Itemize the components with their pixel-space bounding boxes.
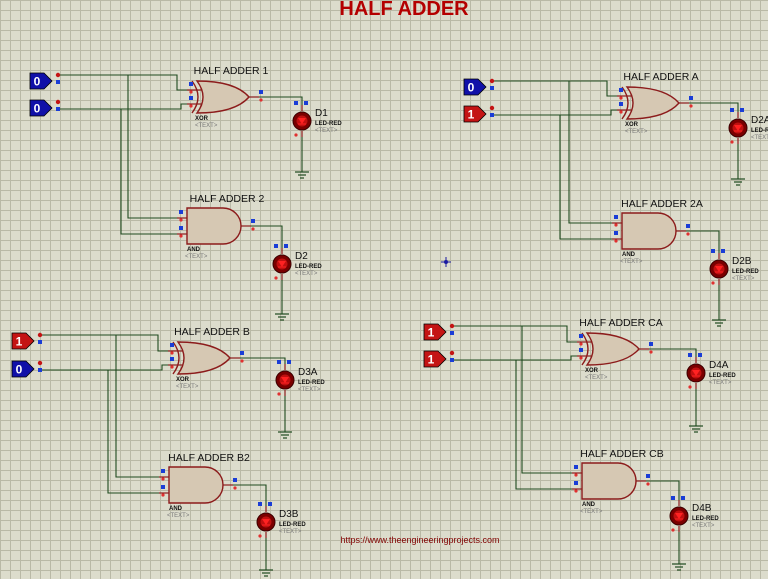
gate-text-placeholder: <TEXT> [185, 254, 208, 260]
led-label: D4B [692, 503, 712, 514]
ground-symbol [295, 171, 309, 179]
gate-label: HALF ADDER B2 [168, 452, 250, 464]
led-label: D2A [751, 115, 768, 126]
xor-gate-g3[interactable]: HALF ADDER A XOR<TEXT> [617, 71, 699, 135]
cursor-marker [441, 257, 451, 267]
wires-layer [40, 74, 739, 570]
led-text-placeholder: <TEXT> [315, 128, 338, 134]
and-gate-g6[interactable]: HALF ADDER B2 AND<TEXT> [159, 452, 250, 519]
ground-symbol [278, 431, 292, 439]
logic-input-value: 1 [428, 353, 435, 367]
gate-text-placeholder: <TEXT> [176, 384, 199, 390]
schematic-title: HALF ADDER [339, 0, 469, 20]
led-led5[interactable]: D3A LED-RED<TEXT> [275, 360, 325, 396]
gate-text-placeholder: <TEXT> [167, 513, 190, 519]
ground-symbol [689, 425, 703, 433]
xor-gate-g5[interactable]: HALF ADDER B XOR<TEXT> [168, 326, 250, 390]
ground-symbol [731, 178, 745, 186]
xor-gate-g1[interactable]: HALF ADDER 1 XOR<TEXT> [187, 65, 268, 129]
logic-input-in-1b[interactable]: 0 [29, 99, 61, 117]
led-label: D1 [315, 108, 328, 119]
logic-input-value: 0 [34, 75, 41, 89]
ground-symbol [259, 569, 273, 577]
logic-input-value: 0 [34, 102, 41, 116]
and-gate-g8[interactable]: HALF ADDER CB AND<TEXT> [572, 448, 664, 515]
led-text-placeholder: <TEXT> [751, 135, 768, 141]
led-led6[interactable]: D3B LED-RED<TEXT> [256, 502, 306, 538]
gate-text-placeholder: <TEXT> [625, 129, 648, 135]
gate-type: AND [169, 506, 183, 512]
led-label: D4A [709, 360, 729, 371]
led-model: LED-RED [298, 380, 325, 386]
logic-input-in-3a[interactable]: 1 [11, 332, 43, 350]
gate-type: AND [622, 252, 636, 258]
ground-symbol [672, 563, 686, 571]
footer-url: https://www.theengineeringprojects.com [340, 535, 499, 545]
logic-input-value: 0 [468, 81, 475, 95]
gate-label: HALF ADDER A [623, 71, 698, 83]
led-model: LED-RED [295, 264, 322, 270]
led-text-placeholder: <TEXT> [279, 529, 302, 535]
led-model: LED-RED [751, 128, 768, 134]
gate-type: AND [582, 502, 596, 508]
xor-gate-g7[interactable]: HALF ADDER CA XOR<TEXT> [577, 317, 663, 381]
gate-type: XOR [195, 116, 209, 122]
logic-input-value: 1 [428, 326, 435, 340]
logic-input-in-4b[interactable]: 1 [423, 350, 455, 368]
led-text-placeholder: <TEXT> [298, 387, 321, 393]
led-model: LED-RED [315, 121, 342, 127]
led-label: D2B [732, 256, 752, 267]
logic-input-in-4a[interactable]: 1 [423, 323, 455, 341]
logic-input-in-2b[interactable]: 1 [463, 105, 495, 123]
gate-text-placeholder: <TEXT> [195, 123, 218, 129]
gate-type: XOR [585, 368, 599, 374]
logic-input-value: 0 [16, 363, 23, 377]
gate-label: HALF ADDER 2A [621, 198, 703, 210]
led-led7[interactable]: D4A LED-RED<TEXT> [686, 353, 736, 389]
led-model: LED-RED [279, 522, 306, 528]
led-label: D2 [295, 251, 308, 262]
and-gate-g2[interactable]: HALF ADDER 2 AND<TEXT> [177, 193, 264, 260]
gate-type: XOR [625, 122, 639, 128]
gate-label: HALF ADDER 2 [190, 193, 265, 205]
led-label: D3B [279, 509, 299, 520]
logic-input-in-1a[interactable]: 0 [29, 72, 61, 90]
gate-label: HALF ADDER 1 [194, 65, 269, 77]
led-model: LED-RED [692, 516, 719, 522]
logic-input-in-2a[interactable]: 0 [463, 78, 495, 96]
led-text-placeholder: <TEXT> [709, 380, 732, 386]
led-model: LED-RED [732, 269, 759, 275]
gate-text-placeholder: <TEXT> [580, 509, 603, 515]
ground-symbol [275, 313, 289, 321]
gate-type: XOR [176, 377, 190, 383]
led-led4[interactable]: D2B LED-RED<TEXT> [709, 249, 759, 285]
ground-symbol [712, 319, 726, 327]
gate-label: HALF ADDER CA [579, 317, 662, 329]
gate-text-placeholder: <TEXT> [585, 375, 608, 381]
led-model: LED-RED [709, 373, 736, 379]
led-led8[interactable]: D4B LED-RED<TEXT> [669, 496, 719, 532]
logic-input-value: 1 [468, 108, 475, 122]
led-text-placeholder: <TEXT> [692, 523, 715, 529]
and-gate-g4[interactable]: HALF ADDER 2A AND<TEXT> [612, 198, 703, 265]
logic-input-in-3b[interactable]: 0 [11, 360, 43, 378]
gate-label: HALF ADDER B [174, 326, 250, 338]
logic-input-value: 1 [16, 335, 23, 349]
led-led3[interactable]: D2A LED-RED<TEXT> [728, 108, 768, 144]
led-text-placeholder: <TEXT> [732, 276, 755, 282]
gate-label: HALF ADDER CB [580, 448, 663, 460]
gate-type: AND [187, 247, 201, 253]
led-text-placeholder: <TEXT> [295, 271, 318, 277]
gate-text-placeholder: <TEXT> [620, 259, 643, 265]
led-label: D3A [298, 367, 318, 378]
